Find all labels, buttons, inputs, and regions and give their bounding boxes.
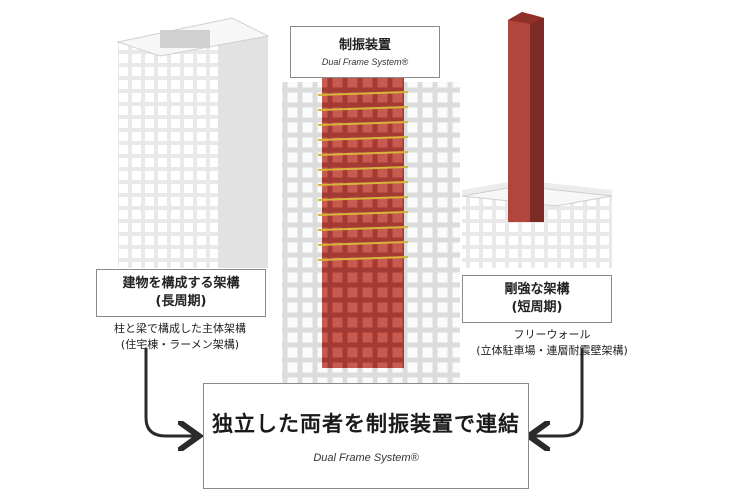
left-connector-arrow (144, 348, 196, 436)
main-subtitle: Dual Frame System® (313, 452, 419, 464)
rigid-frame-caption: フリーウォール (立体駐車場・連層耐震壁架構) (454, 327, 650, 359)
building-frame-period: (長周期) (155, 294, 207, 309)
rigid-frame-title: 剛強な架構 (504, 282, 570, 297)
main-label: 独立した両者を制振装置で連結 Dual Frame System® (203, 383, 529, 489)
building-frame-label: 建物を構成する架構 (長周期) (96, 269, 266, 317)
building-frame-caption-line1: 柱と梁で構成した主体架構 (114, 322, 246, 335)
damper-title: 制振装置 (338, 38, 391, 53)
rigid-frame-label: 剛強な架構 (短周期) (462, 275, 612, 323)
rigid-frame-caption-line1: フリーウォール (513, 328, 591, 341)
right-tower-building (461, 12, 613, 268)
building-frame-title: 建物を構成する架構 (122, 276, 240, 291)
rigid-frame-caption-line2: (立体駐車場・連層耐震壁架構) (476, 344, 628, 357)
right-connector-arrow (532, 348, 584, 436)
rigid-frame-period: (短周期) (511, 300, 563, 315)
left-tower-building (116, 17, 270, 268)
damper-subtitle: Dual Frame System® (321, 57, 409, 67)
middle-tower-building (282, 70, 460, 392)
building-frame-caption: 柱と梁で構成した主体架構 (住宅棟・ラーメン架構) (82, 321, 278, 353)
damper-label: 制振装置 Dual Frame System® (290, 26, 440, 78)
building-frame-caption-line2: (住宅棟・ラーメン架構) (120, 338, 240, 351)
damper-devices (317, 91, 409, 261)
main-title: 独立した両者を制振装置で連結 (212, 412, 520, 436)
